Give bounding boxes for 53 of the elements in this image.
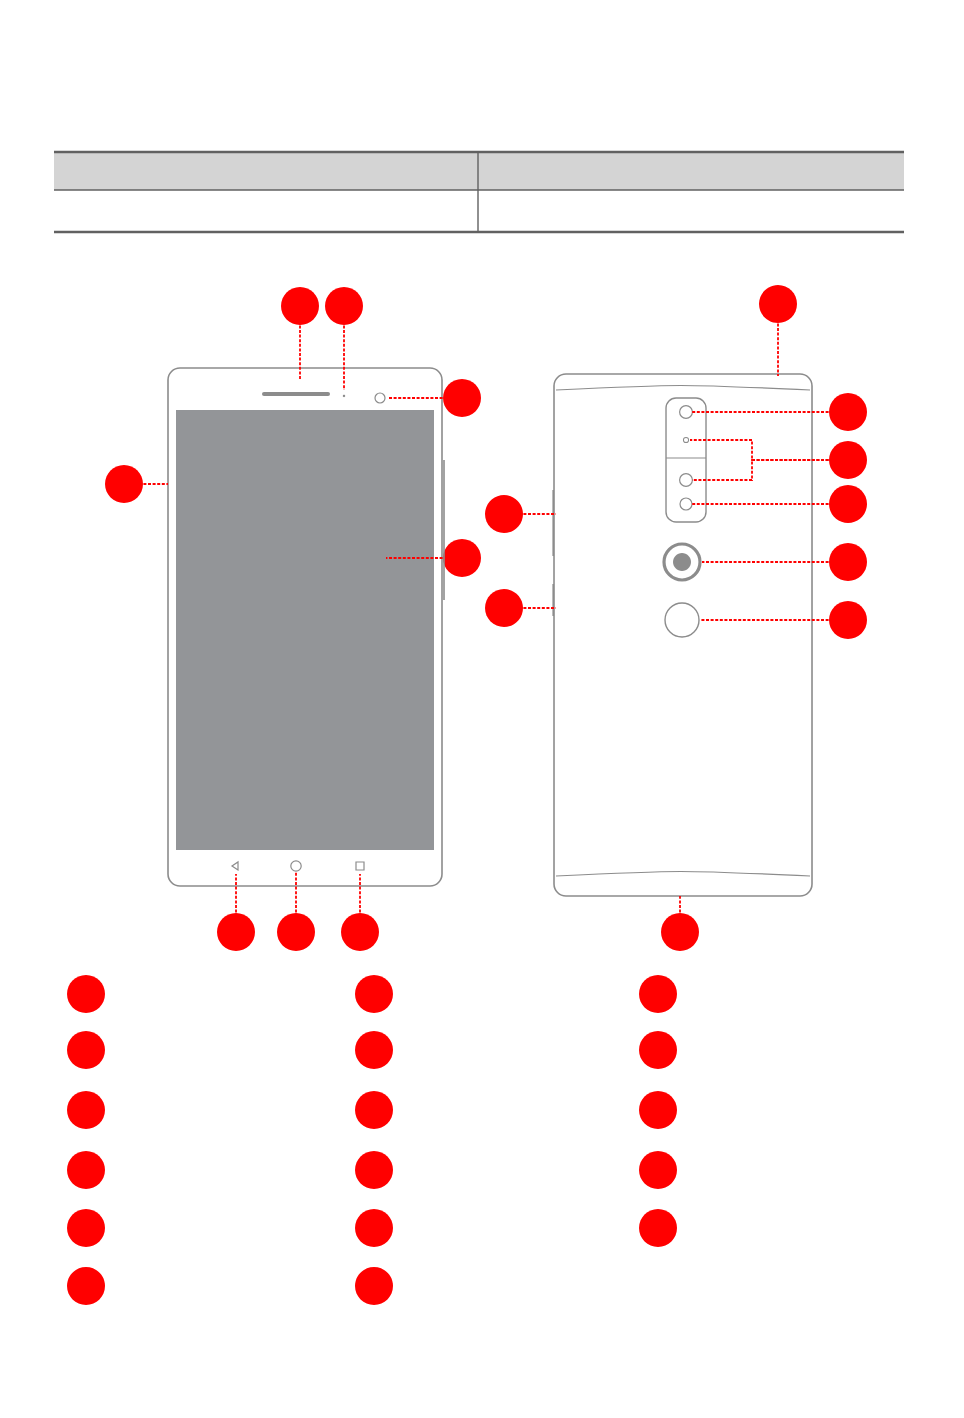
callout-circle bbox=[485, 589, 523, 627]
leader-line bbox=[235, 873, 237, 914]
leader-line bbox=[691, 503, 830, 505]
legend-circle bbox=[67, 1151, 105, 1189]
legend-circle bbox=[355, 1091, 393, 1129]
phone-back-drawing bbox=[552, 373, 813, 897]
phone-front-drawing bbox=[167, 367, 445, 887]
legend-circle bbox=[639, 1091, 677, 1129]
legend-circle bbox=[67, 1209, 105, 1247]
legend-circle bbox=[355, 1267, 393, 1305]
leader-line bbox=[699, 619, 830, 621]
leader-line bbox=[679, 895, 681, 914]
legend-circle bbox=[639, 1151, 677, 1189]
callout-circle bbox=[829, 543, 867, 581]
leader-line bbox=[299, 324, 301, 381]
callout-circle bbox=[217, 913, 255, 951]
callout-circle bbox=[829, 393, 867, 431]
callout-circle bbox=[443, 379, 481, 417]
legend-circle bbox=[639, 1209, 677, 1247]
callout-circle bbox=[325, 287, 363, 325]
legend-circle bbox=[639, 1031, 677, 1069]
callout-circle bbox=[661, 913, 699, 951]
callout-circle bbox=[829, 441, 867, 479]
leader-line bbox=[142, 483, 169, 485]
leader-line bbox=[777, 322, 779, 377]
leader-line bbox=[359, 873, 361, 914]
leader-line bbox=[691, 411, 830, 413]
callout-circle bbox=[443, 539, 481, 577]
callout-circle bbox=[829, 601, 867, 639]
leader-line bbox=[701, 561, 830, 563]
legend-circle bbox=[639, 975, 677, 1013]
callout-circle bbox=[281, 287, 319, 325]
legend-circle bbox=[355, 1031, 393, 1069]
callout-circle bbox=[829, 485, 867, 523]
legend-circle bbox=[67, 1031, 105, 1069]
leader-line bbox=[295, 871, 297, 914]
legend-circle bbox=[67, 1091, 105, 1129]
callout-circle bbox=[105, 465, 143, 503]
legend-circle bbox=[355, 975, 393, 1013]
callout-circle bbox=[277, 913, 315, 951]
legend-circle bbox=[355, 1209, 393, 1247]
leader-line bbox=[522, 513, 557, 515]
leader-line bbox=[691, 459, 830, 481]
leader-line bbox=[343, 324, 345, 391]
legend-circle bbox=[67, 975, 105, 1013]
callout-circle bbox=[485, 495, 523, 533]
leader-line bbox=[385, 557, 444, 559]
callout-circle bbox=[759, 285, 797, 323]
legend-circle bbox=[355, 1151, 393, 1189]
callout-circle bbox=[341, 913, 379, 951]
leader-line bbox=[522, 607, 557, 609]
legend-circle bbox=[67, 1267, 105, 1305]
leader-line bbox=[387, 397, 444, 399]
